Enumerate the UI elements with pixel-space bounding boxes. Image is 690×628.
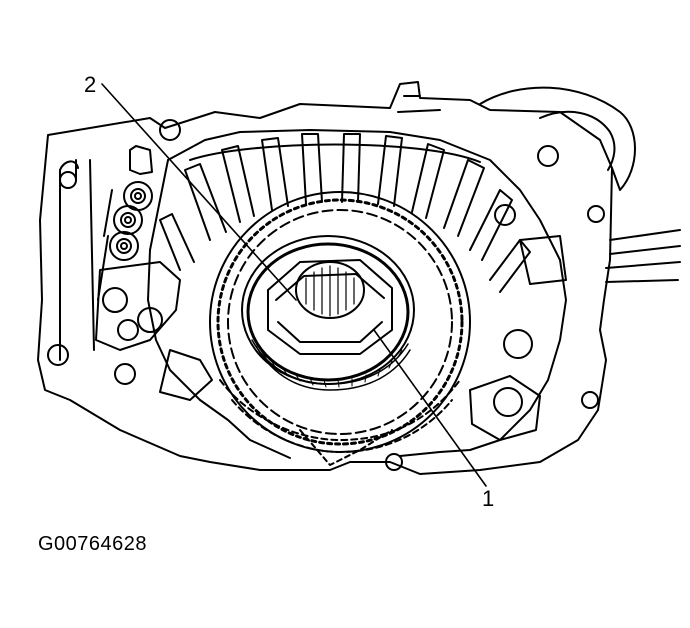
right-bosses — [385, 95, 605, 471]
snap-ring-inner — [246, 242, 410, 382]
left-bosses — [47, 119, 213, 401]
clutch-drum-vanes — [159, 133, 531, 293]
hex-nut — [267, 259, 393, 355]
friction-plate-teeth — [216, 198, 464, 446]
needle-bearing-rollers — [261, 349, 403, 388]
lower-plate-2 — [231, 399, 453, 453]
housing-cover — [479, 86, 636, 191]
lower-plate-3 — [299, 429, 393, 466]
friction-plate-inner — [227, 209, 453, 435]
shaft-splines — [305, 265, 355, 317]
inner-rim-left — [147, 159, 291, 459]
left-web — [59, 159, 95, 361]
pipe-upper — [609, 229, 681, 255]
callout-2: 2 — [84, 72, 96, 97]
leader-line-2 — [101, 83, 297, 301]
left-bolts — [97, 145, 153, 301]
leader-line-1 — [373, 329, 487, 487]
housing-outline — [37, 81, 613, 475]
pipe-lower — [605, 261, 681, 283]
callout-1: 1 — [482, 486, 494, 511]
cover-inner — [539, 110, 616, 171]
shaft-bore — [295, 261, 365, 319]
inner-rim — [167, 129, 567, 457]
figure-id: G00764628 — [38, 533, 148, 555]
